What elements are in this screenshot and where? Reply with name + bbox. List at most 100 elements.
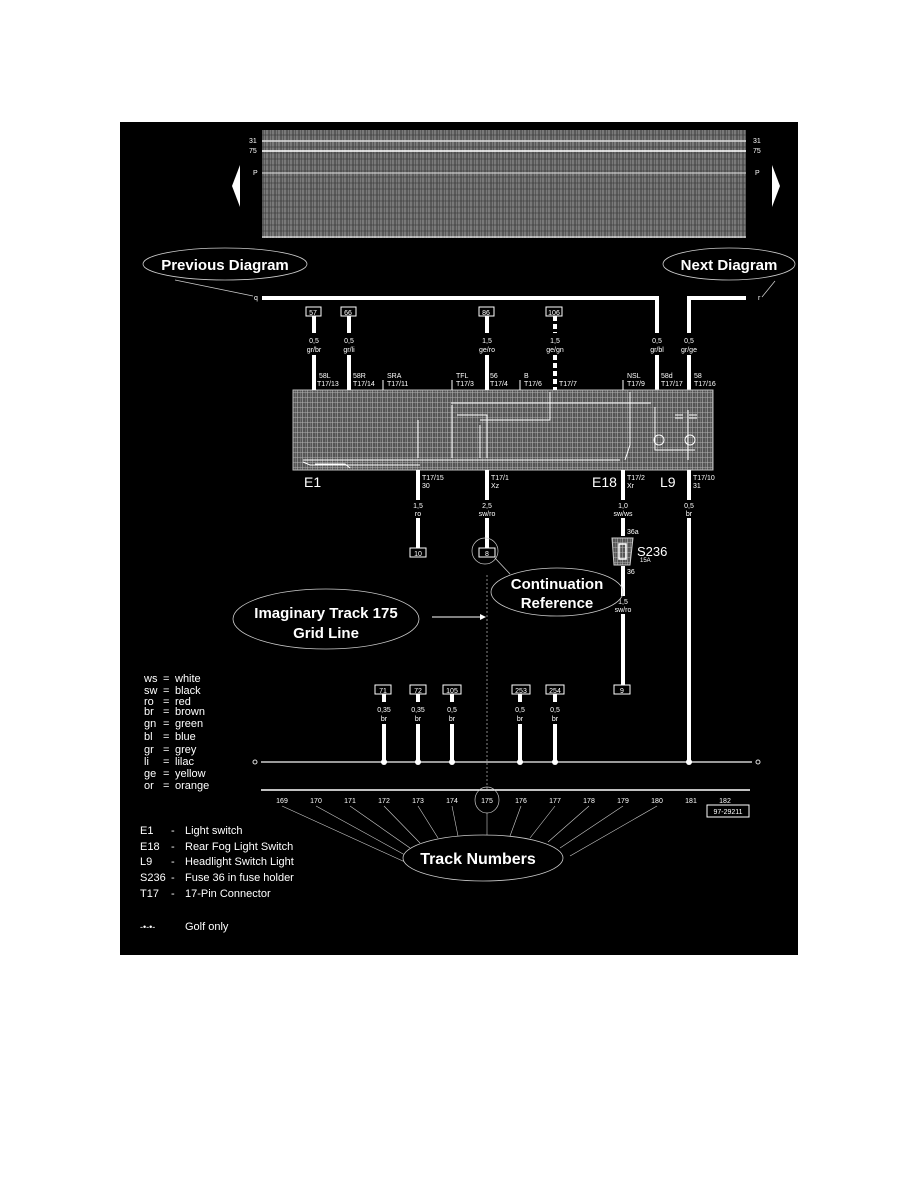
bus-label-p-right: P (755, 170, 760, 177)
golf-only-symbol: -•-•- (140, 922, 155, 932)
svg-text:-: - (171, 841, 175, 853)
component-e18-label: E18 (592, 474, 617, 490)
ground-wire-71[interactable]: 71 0,35 br (374, 684, 392, 765)
svg-text:Xz: Xz (491, 483, 500, 490)
ground-wire-253[interactable]: 253 0,5 br (511, 684, 531, 765)
svg-text:SRA: SRA (387, 373, 402, 380)
next-diagram-callout[interactable]: Next Diagram (662, 247, 796, 298)
svg-text:gr/li: gr/li (343, 347, 355, 354)
svg-text:T17/1: T17/1 (491, 475, 509, 482)
svg-text:lilac: lilac (175, 756, 194, 768)
bottom-wire-t17-1[interactable]: T17/1 Xz 2,5 sw/ro 8 (471, 470, 511, 575)
top-wire-gr-bl[interactable]: 0,5 gr/bl 58d T17/17 (648, 333, 683, 388)
svg-text:blue: blue (175, 731, 196, 743)
svg-text:8: 8 (485, 551, 489, 558)
svg-text:B: B (524, 373, 529, 380)
svg-text:180: 180 (651, 798, 663, 805)
fuse-rating: 15A (640, 558, 651, 564)
svg-text:T17/2: T17/2 (627, 475, 645, 482)
svg-text:T17/6: T17/6 (524, 381, 542, 388)
lamp-icon (684, 434, 696, 446)
svg-text:T17/14: T17/14 (353, 381, 375, 388)
bottom-wire-t17-2[interactable]: T17/2 Xr 1,0 sw/ws 1,5 sw/ro 9 (613, 470, 645, 695)
svg-text:0,35: 0,35 (411, 707, 425, 714)
next-diagram-label: Next Diagram (681, 257, 778, 274)
svg-text:r: r (758, 295, 761, 302)
bus-label-p-left: P (253, 170, 258, 177)
svg-text:T17/15: T17/15 (422, 475, 444, 482)
ground-wire-72[interactable]: 72 0,35 br (409, 684, 427, 765)
svg-text:1,5: 1,5 (482, 338, 492, 345)
svg-text:Grid Line: Grid Line (293, 625, 359, 642)
svg-text:gr/br: gr/br (307, 347, 322, 354)
svg-text:grey: grey (175, 744, 197, 756)
svg-text:E18: E18 (140, 841, 160, 853)
svg-text:-: - (171, 872, 175, 884)
ground-wire-105[interactable]: 105 0,5 br (442, 684, 462, 765)
bottom-wire-t17-10[interactable]: T17/10 31 0,5 br (684, 470, 715, 762)
light-switch-block (292, 389, 714, 471)
svg-text:0,5: 0,5 (550, 707, 560, 714)
svg-text:ge/ro: ge/ro (479, 347, 495, 354)
svg-text:86: 86 (482, 310, 490, 317)
svg-text:-: - (171, 825, 175, 837)
svg-text:-: - (171, 856, 175, 868)
svg-text:58: 58 (694, 373, 702, 380)
svg-text:gr/ge: gr/ge (681, 347, 697, 354)
wiring-diagram-panel: 31 75 P 31 75 P Previous Diagram Next Di… (120, 122, 798, 955)
svg-text:black: black (175, 685, 201, 697)
svg-text:105: 105 (446, 688, 458, 695)
svg-text:17-Pin Connector: 17-Pin Connector (185, 888, 271, 900)
svg-text:bl: bl (144, 731, 153, 743)
svg-text:181: 181 (685, 798, 697, 805)
svg-text:green: green (175, 718, 203, 730)
svg-text:T17/17: T17/17 (661, 381, 683, 388)
top-wire-86[interactable]: 86 1,5 ge/ro 56 T17/4 (478, 306, 508, 390)
svg-text:253: 253 (515, 688, 527, 695)
svg-text:=: = (163, 706, 169, 718)
bus-label-75-right: 75 (753, 148, 761, 155)
track-ruler: 169 170 171 172 173 174 175 176 177 178 … (261, 786, 750, 818)
svg-text:ro: ro (415, 511, 421, 518)
svg-text:106: 106 (548, 310, 560, 317)
top-wire-gr-ge[interactable]: 0,5 gr/ge 58 T17/16 (680, 333, 716, 388)
top-wire-106[interactable]: 106 1,5 ge/gn T17/7 (545, 306, 577, 390)
next-arrow-icon[interactable] (772, 165, 780, 207)
svg-text:gr/bl: gr/bl (650, 347, 664, 354)
top-wire-66[interactable]: 66 0,5 gr/li 58R T17/14 (340, 306, 375, 390)
svg-text:Headlight Switch Light: Headlight Switch Light (185, 856, 294, 868)
component-l9-label: L9 (660, 474, 676, 490)
svg-text:174: 174 (446, 798, 458, 805)
svg-text:=: = (163, 744, 169, 756)
previous-arrow-icon[interactable] (232, 165, 240, 207)
fuse-pin-in: 36a (627, 529, 639, 536)
svg-text:T17/4: T17/4 (490, 381, 508, 388)
svg-text:170: 170 (310, 798, 322, 805)
svg-text:=: = (163, 756, 169, 768)
svg-text:10: 10 (414, 551, 422, 558)
svg-text:ge: ge (144, 768, 156, 780)
svg-text:Reference: Reference (521, 595, 594, 612)
svg-text:T17/11: T17/11 (387, 381, 408, 388)
svg-text:red: red (175, 696, 191, 708)
svg-text:175: 175 (481, 798, 493, 805)
lamp-icon (653, 434, 665, 446)
header-relay-block: 31 75 P 31 75 P (232, 130, 780, 238)
previous-diagram-label: Previous Diagram (161, 257, 289, 274)
svg-text:li: li (144, 756, 149, 768)
bus-label-31-right: 31 (753, 138, 761, 145)
top-wire-57[interactable]: 57 0,5 gr/br 58L T17/13 (305, 306, 339, 390)
svg-text:sw/ro: sw/ro (615, 607, 632, 614)
svg-text:58d: 58d (661, 373, 673, 380)
ground-wire-254[interactable]: 254 0,5 br (545, 684, 565, 765)
svg-text:1,5: 1,5 (550, 338, 560, 345)
svg-text:179: 179 (617, 798, 629, 805)
svg-text:T17/10: T17/10 (693, 475, 715, 482)
svg-text:Rear Fog Light Switch: Rear Fog Light Switch (185, 841, 293, 853)
top-harness: q r (254, 295, 761, 400)
svg-text:58R: 58R (353, 373, 366, 380)
svg-text:Xr: Xr (627, 483, 635, 490)
bottom-wire-t17-15[interactable]: T17/15 30 1,5 ro 10 (409, 470, 444, 558)
svg-text:2,5: 2,5 (482, 503, 492, 510)
previous-diagram-callout[interactable]: Previous Diagram (142, 247, 308, 297)
